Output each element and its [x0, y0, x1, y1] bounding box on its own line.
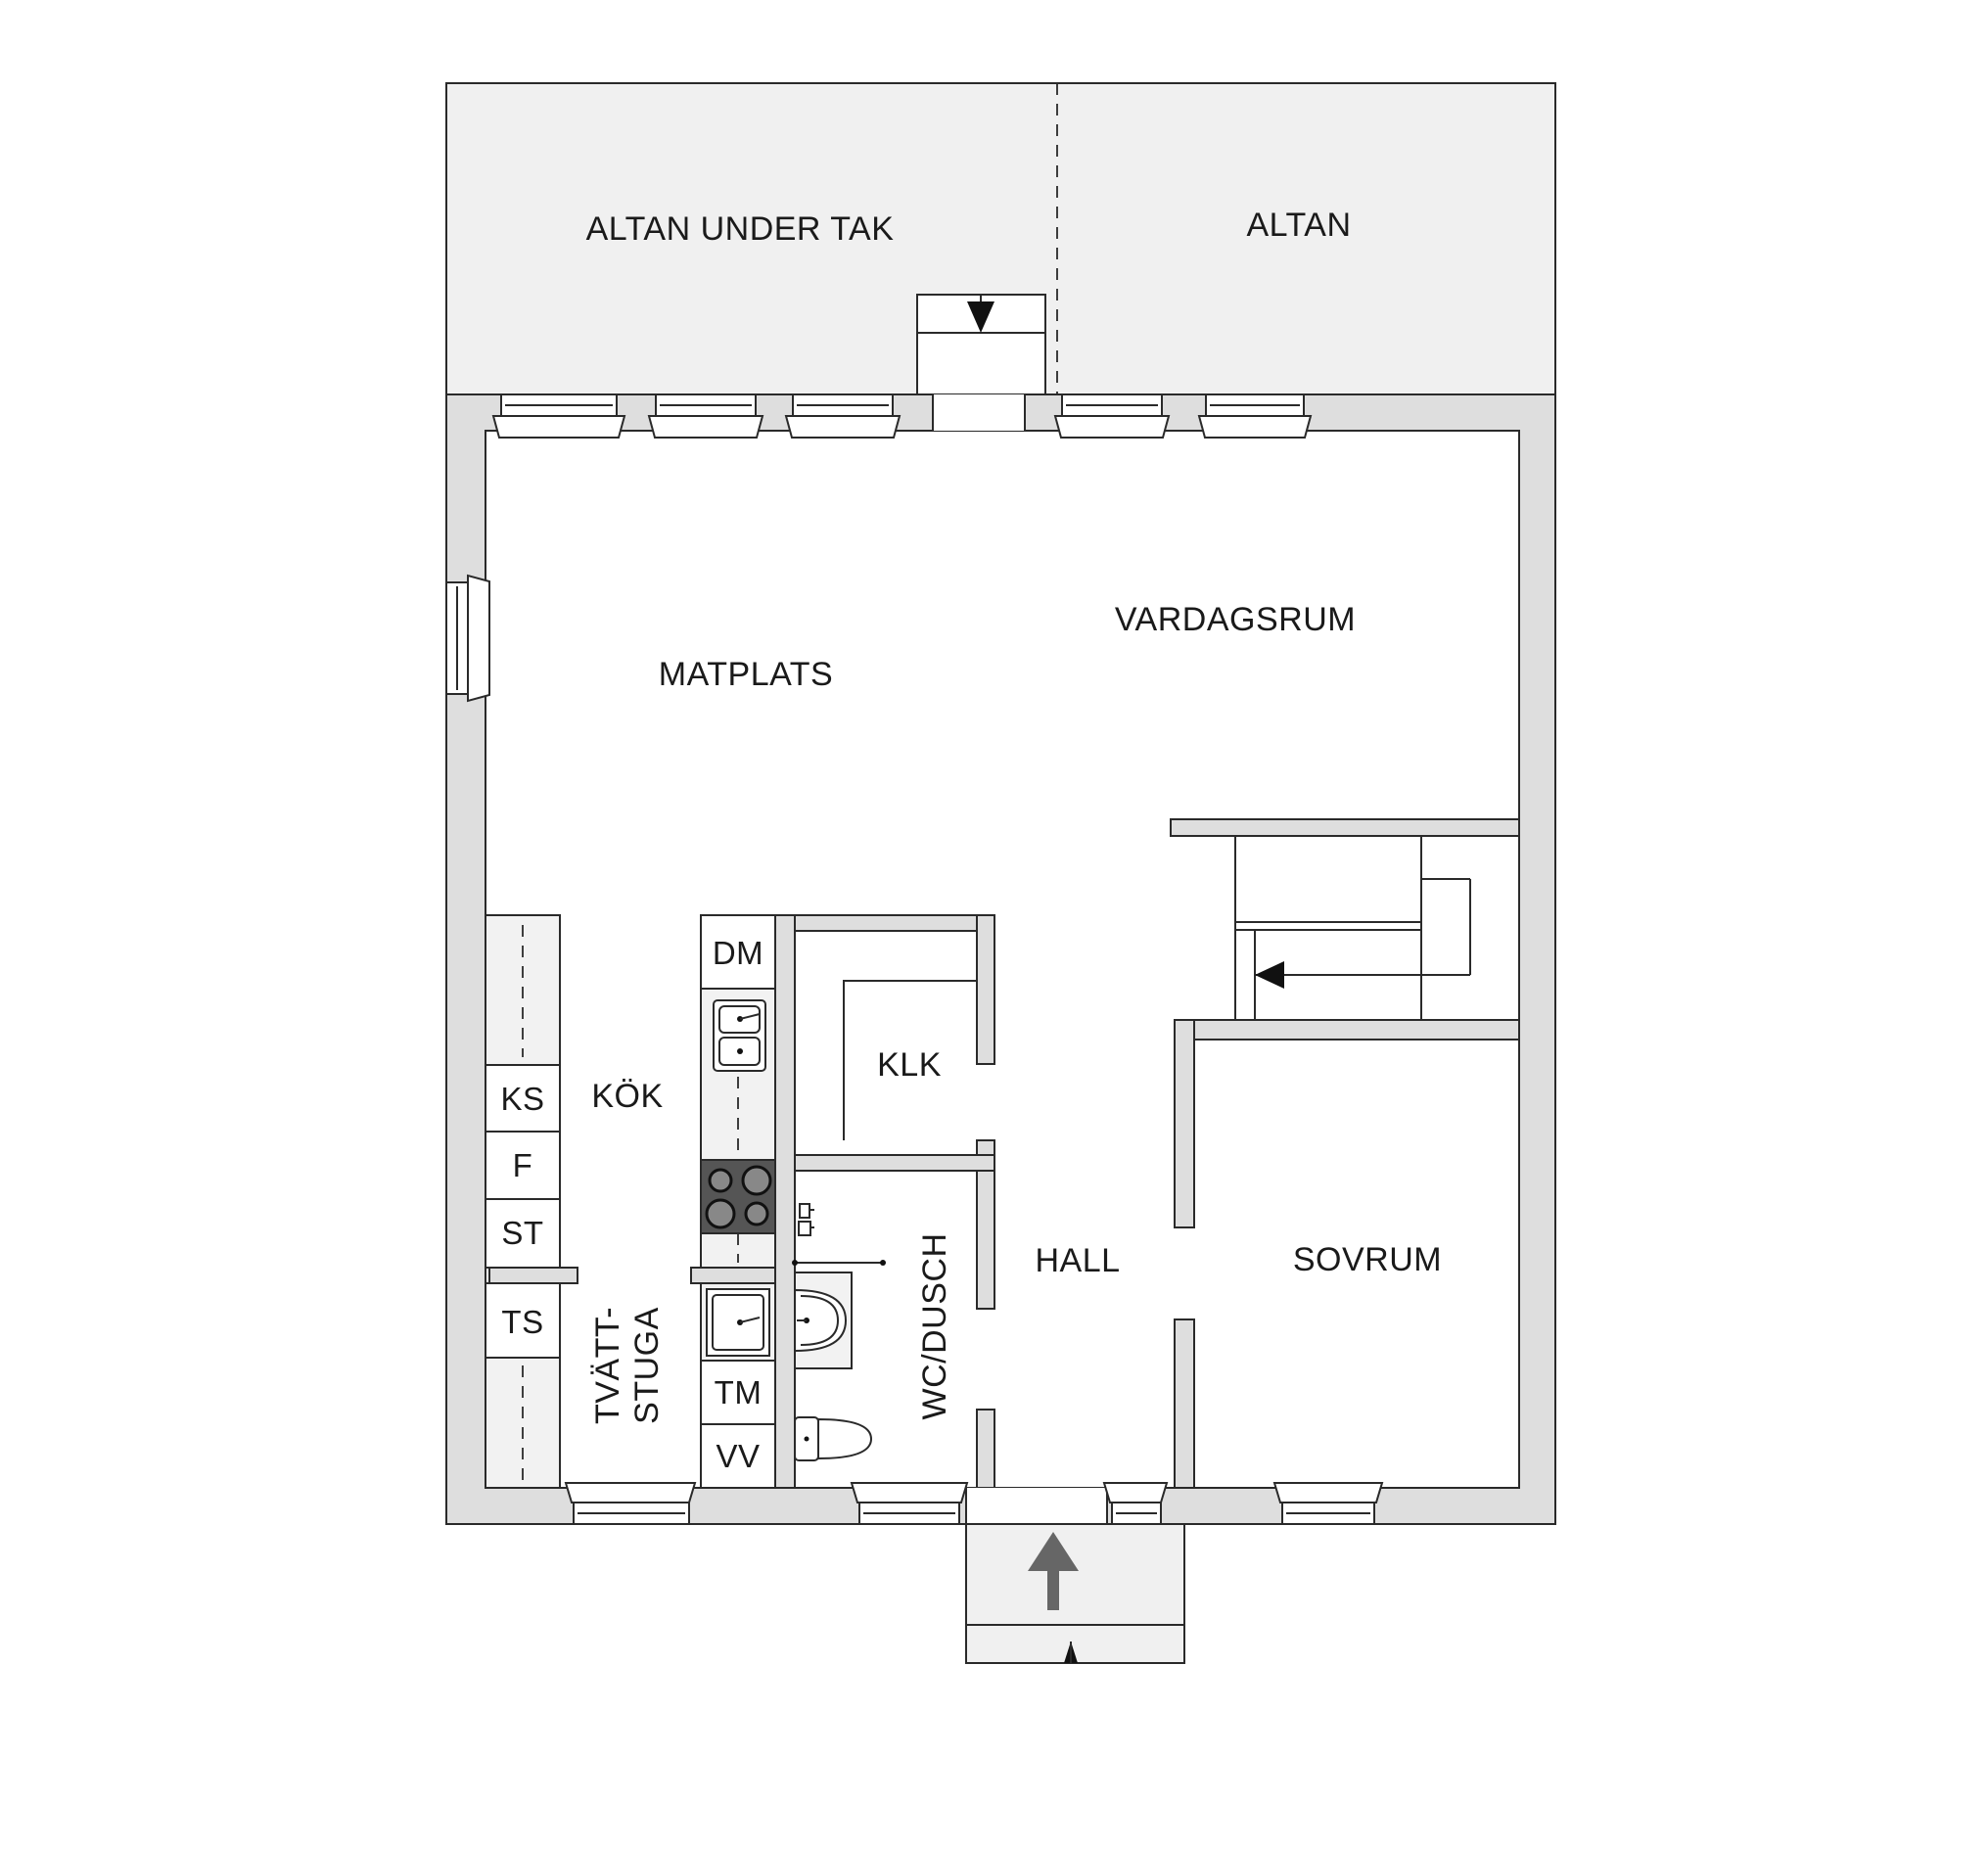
room-label-tvattstuga-line1: TVÄTT- — [589, 1307, 626, 1424]
room-label-altan-under-tak: ALTAN UNDER TAK — [586, 210, 895, 248]
terrace — [445, 82, 1556, 395]
entrance-arrow-icon — [1047, 1566, 1059, 1610]
appliance-label-ks: KS — [500, 1081, 544, 1117]
appliance-label-st: ST — [501, 1215, 543, 1251]
washbasin-icon — [794, 1272, 853, 1369]
window — [784, 393, 902, 439]
room-label-klk: KLK — [877, 1046, 942, 1084]
room-label-tvattstuga-line2: STUGA — [628, 1307, 666, 1424]
window — [1197, 393, 1313, 439]
window — [850, 1482, 969, 1525]
room-labels: ALTAN UNDER TAK ALTAN MATPLATS VARDAGSRU… — [586, 207, 1442, 1424]
sink-icon — [713, 999, 766, 1072]
room-label-vardagsrum: VARDAGSRUM — [1115, 601, 1356, 638]
room-label-hall: HALL — [1035, 1242, 1120, 1279]
appliance-label-ts: TS — [501, 1304, 543, 1340]
laundry-counter-right — [700, 1282, 776, 1489]
exterior-walls — [445, 393, 1556, 1525]
interior-walls — [488, 818, 1520, 1489]
room-label-altan: ALTAN — [1246, 207, 1351, 244]
laundry-counter-left — [485, 1282, 561, 1489]
appliance-label-f: F — [513, 1147, 533, 1183]
entrance-steps — [965, 1523, 1185, 1664]
stove-icon — [700, 1159, 776, 1234]
kitchen-counter-right — [700, 914, 776, 1269]
window — [647, 393, 764, 439]
room-label-matplats: MATPLATS — [659, 656, 833, 693]
bathroom-fixtures — [792, 1203, 886, 1461]
room-label-kok: KÖK — [591, 1078, 663, 1115]
room-label-sovrum: SOVRUM — [1293, 1241, 1442, 1278]
arrow-down-icon — [967, 301, 994, 333]
arrow-up-icon — [1028, 1532, 1079, 1571]
toilet-icon — [794, 1416, 873, 1461]
appliance-label-dm: DM — [713, 935, 763, 971]
window — [1102, 1482, 1169, 1525]
window — [491, 393, 626, 439]
shower-icon — [792, 1203, 886, 1266]
appliance-label-vv: VV — [716, 1438, 760, 1474]
utility-sink-icon — [706, 1288, 770, 1357]
appliance-label-tm: TM — [715, 1374, 763, 1411]
window — [1272, 1482, 1384, 1525]
window — [564, 1482, 697, 1525]
window — [445, 574, 490, 703]
staircase — [1234, 835, 1520, 1021]
room-label-wc-dusch: WC/DUSCH — [916, 1233, 953, 1420]
kitchen-counter-left — [485, 914, 561, 1269]
window — [1053, 393, 1171, 439]
arrow-left-icon — [1255, 961, 1284, 989]
appliance-labels: DM KS F ST TS TM VV — [500, 935, 763, 1474]
